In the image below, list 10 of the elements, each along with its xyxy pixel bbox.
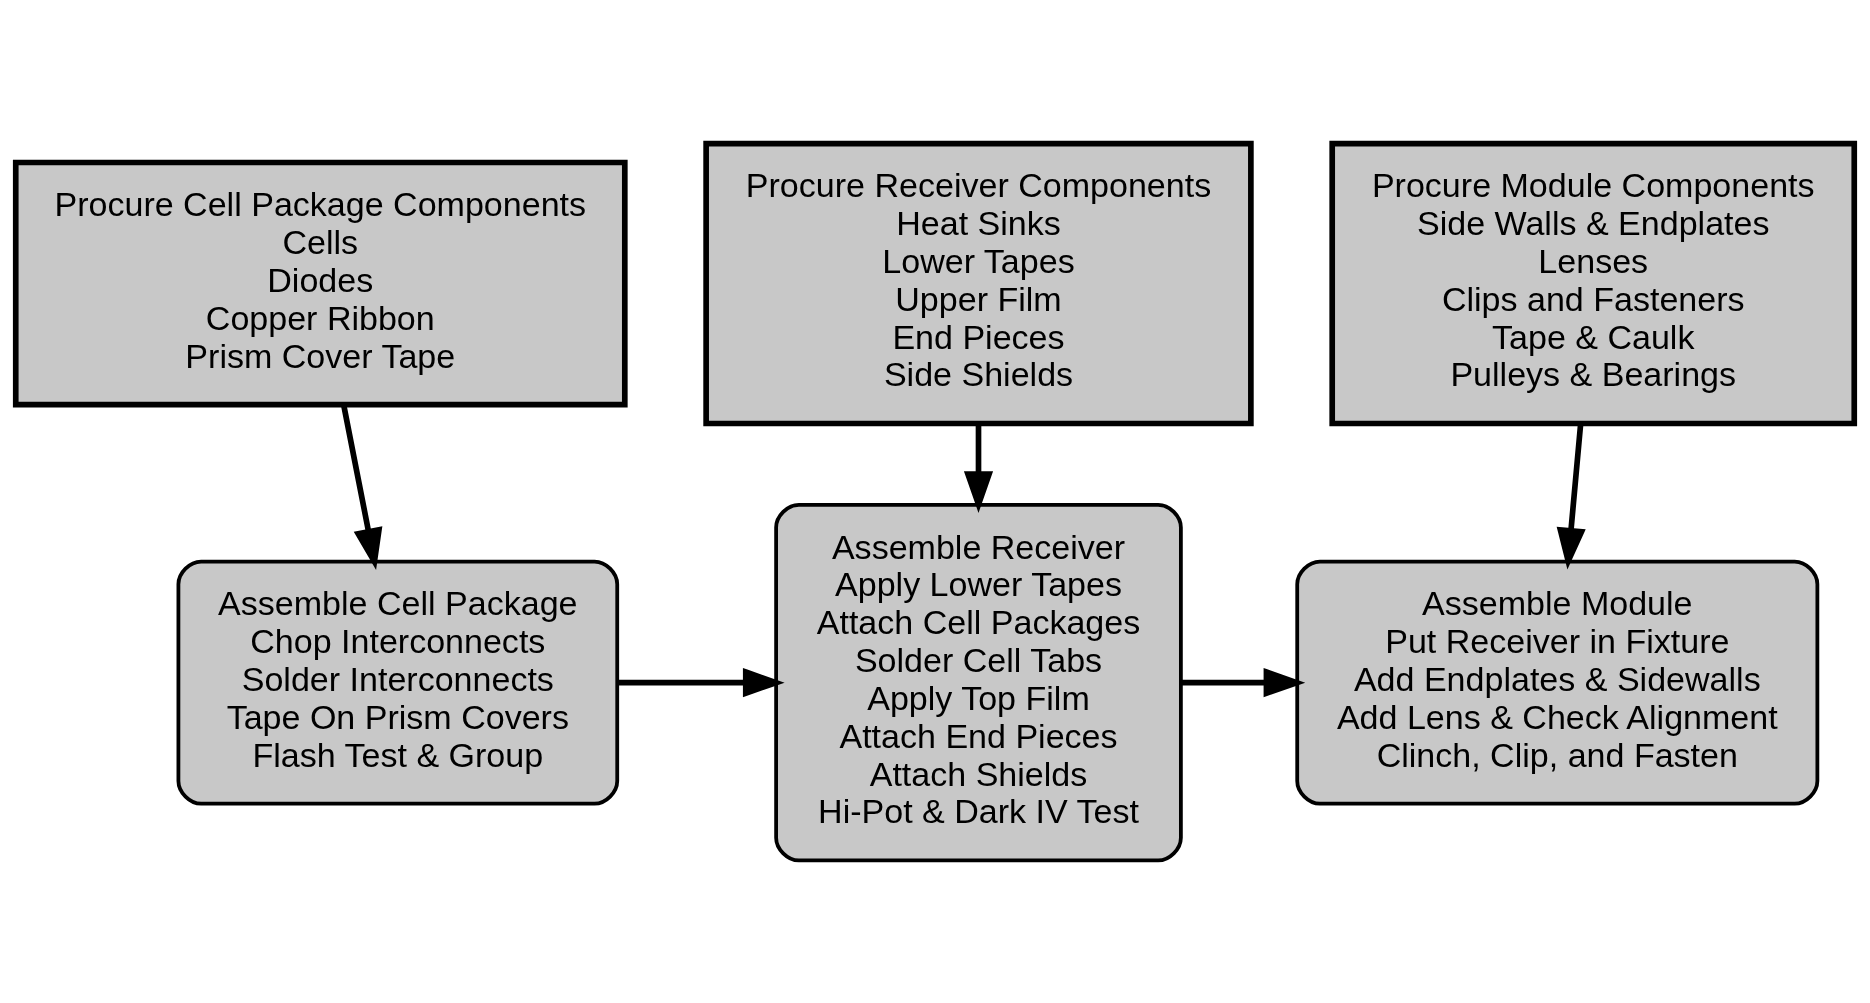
node-box: Procure Module Components Side Walls & Endplates Lenses Clips and Fasteners Tape & Caulk Pulleys & Bearings [1329,140,1858,426]
node-box: Procure Receiver Components Heat Sinks Lower Tapes Upper Film End Pieces Side Shields [703,140,1254,426]
arrow [963,423,994,513]
node-box: Procure Cell Package Components Cells Diodes Copper Ribbon Prism Cover Tape [12,159,628,407]
node-box: Assemble Module Put Receiver in Fixture Add Endplates & Sidewalls Add Lens & Check Alignment Clinch, Clip, and Fasten [1295,559,1820,806]
node-box: Assemble Receiver Apply Lower Tapes Attach Cell Packages Solder Cell Tabs Apply Top Film Attach End Pieces Attach Shields Hi-Pot & Dark IV Test [774,502,1183,862]
node-box: Assemble Cell Package Chop Interconnects Solder Interconnects Tape On Prism Covers Flash Test & Group [176,559,620,806]
arrow [340,404,383,570]
arrow [1181,667,1306,697]
arrow [617,667,785,697]
